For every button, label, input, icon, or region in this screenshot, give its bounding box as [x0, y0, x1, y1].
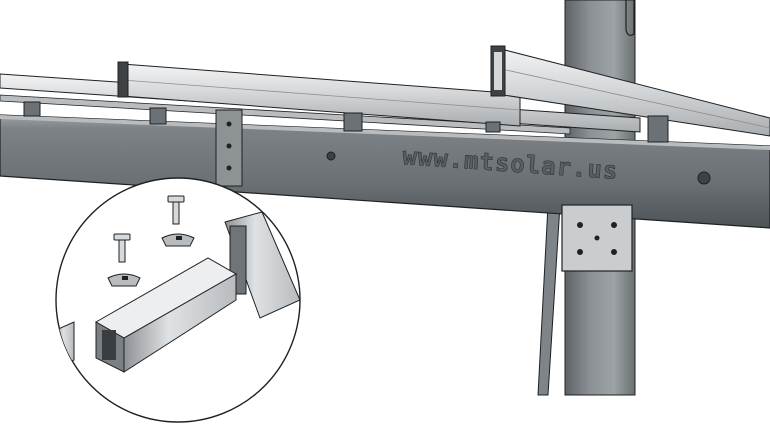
main-crossbeam: www.mtsolar.us: [0, 114, 770, 229]
support-brace: [537, 204, 561, 396]
rail-splice-profile: [94, 257, 238, 373]
clamp-nut: [161, 233, 195, 247]
rail-segment-left: [56, 321, 75, 369]
t-bolt: [167, 195, 185, 225]
beam-bracket: [215, 109, 243, 187]
detail-inset: [55, 177, 301, 423]
clamp: [485, 121, 501, 133]
solar-rail-top-left: [117, 61, 521, 127]
clamp: [149, 107, 167, 125]
clamp: [647, 115, 669, 143]
pole-mount-plate: [561, 204, 633, 272]
clamp: [343, 112, 363, 132]
rail-clamps: [23, 101, 669, 143]
solar-rail-top-right: [490, 45, 770, 137]
clamp-nut: [107, 273, 141, 287]
t-bolt: [113, 233, 131, 263]
clamp: [23, 101, 41, 117]
